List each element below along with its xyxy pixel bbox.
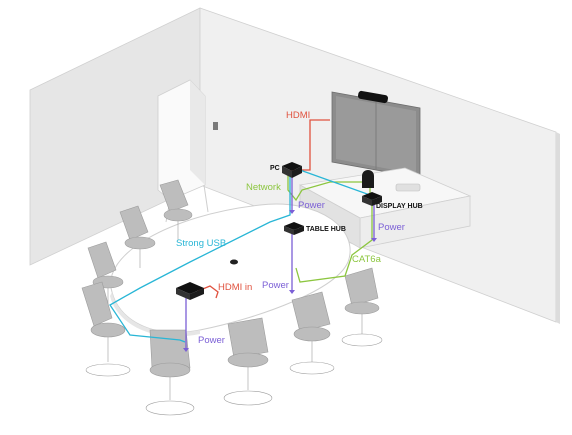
chair	[87, 241, 124, 310]
cat6a-cable	[295, 205, 373, 283]
label-strong-usb: Strong USB	[176, 238, 226, 249]
chair	[223, 317, 273, 406]
label-hdmi-top: HDMI	[286, 110, 310, 121]
label-power-display: Power	[378, 222, 405, 233]
label-power-pc: Power	[298, 200, 325, 211]
whiteboard-easel	[157, 79, 218, 223]
wall-display	[331, 90, 421, 179]
table-hub-device	[284, 222, 304, 235]
label-power-table: Power	[262, 280, 289, 291]
chair	[341, 267, 383, 347]
label-pc: PC	[270, 165, 280, 172]
label-cat6a: CAT6a	[352, 254, 382, 265]
pc-device	[282, 162, 302, 178]
chair	[145, 329, 195, 416]
table-grommet	[230, 259, 238, 265]
label-network: Network	[246, 182, 281, 193]
label-power-front: Power	[198, 335, 225, 346]
chair	[81, 281, 131, 377]
display-hub-device	[362, 170, 382, 206]
chair	[119, 205, 156, 268]
camera-bar	[358, 90, 388, 104]
right-wall-edge	[556, 132, 560, 324]
usb-cable-table	[109, 175, 291, 343]
chair	[159, 179, 193, 240]
chair	[289, 291, 335, 375]
label-display-hub: DISPLAY HUB	[376, 203, 423, 210]
label-table-hub: TABLE HUB	[306, 226, 346, 233]
label-hdmi-in: HDMI in	[218, 282, 252, 293]
table-connect-device	[176, 282, 204, 300]
